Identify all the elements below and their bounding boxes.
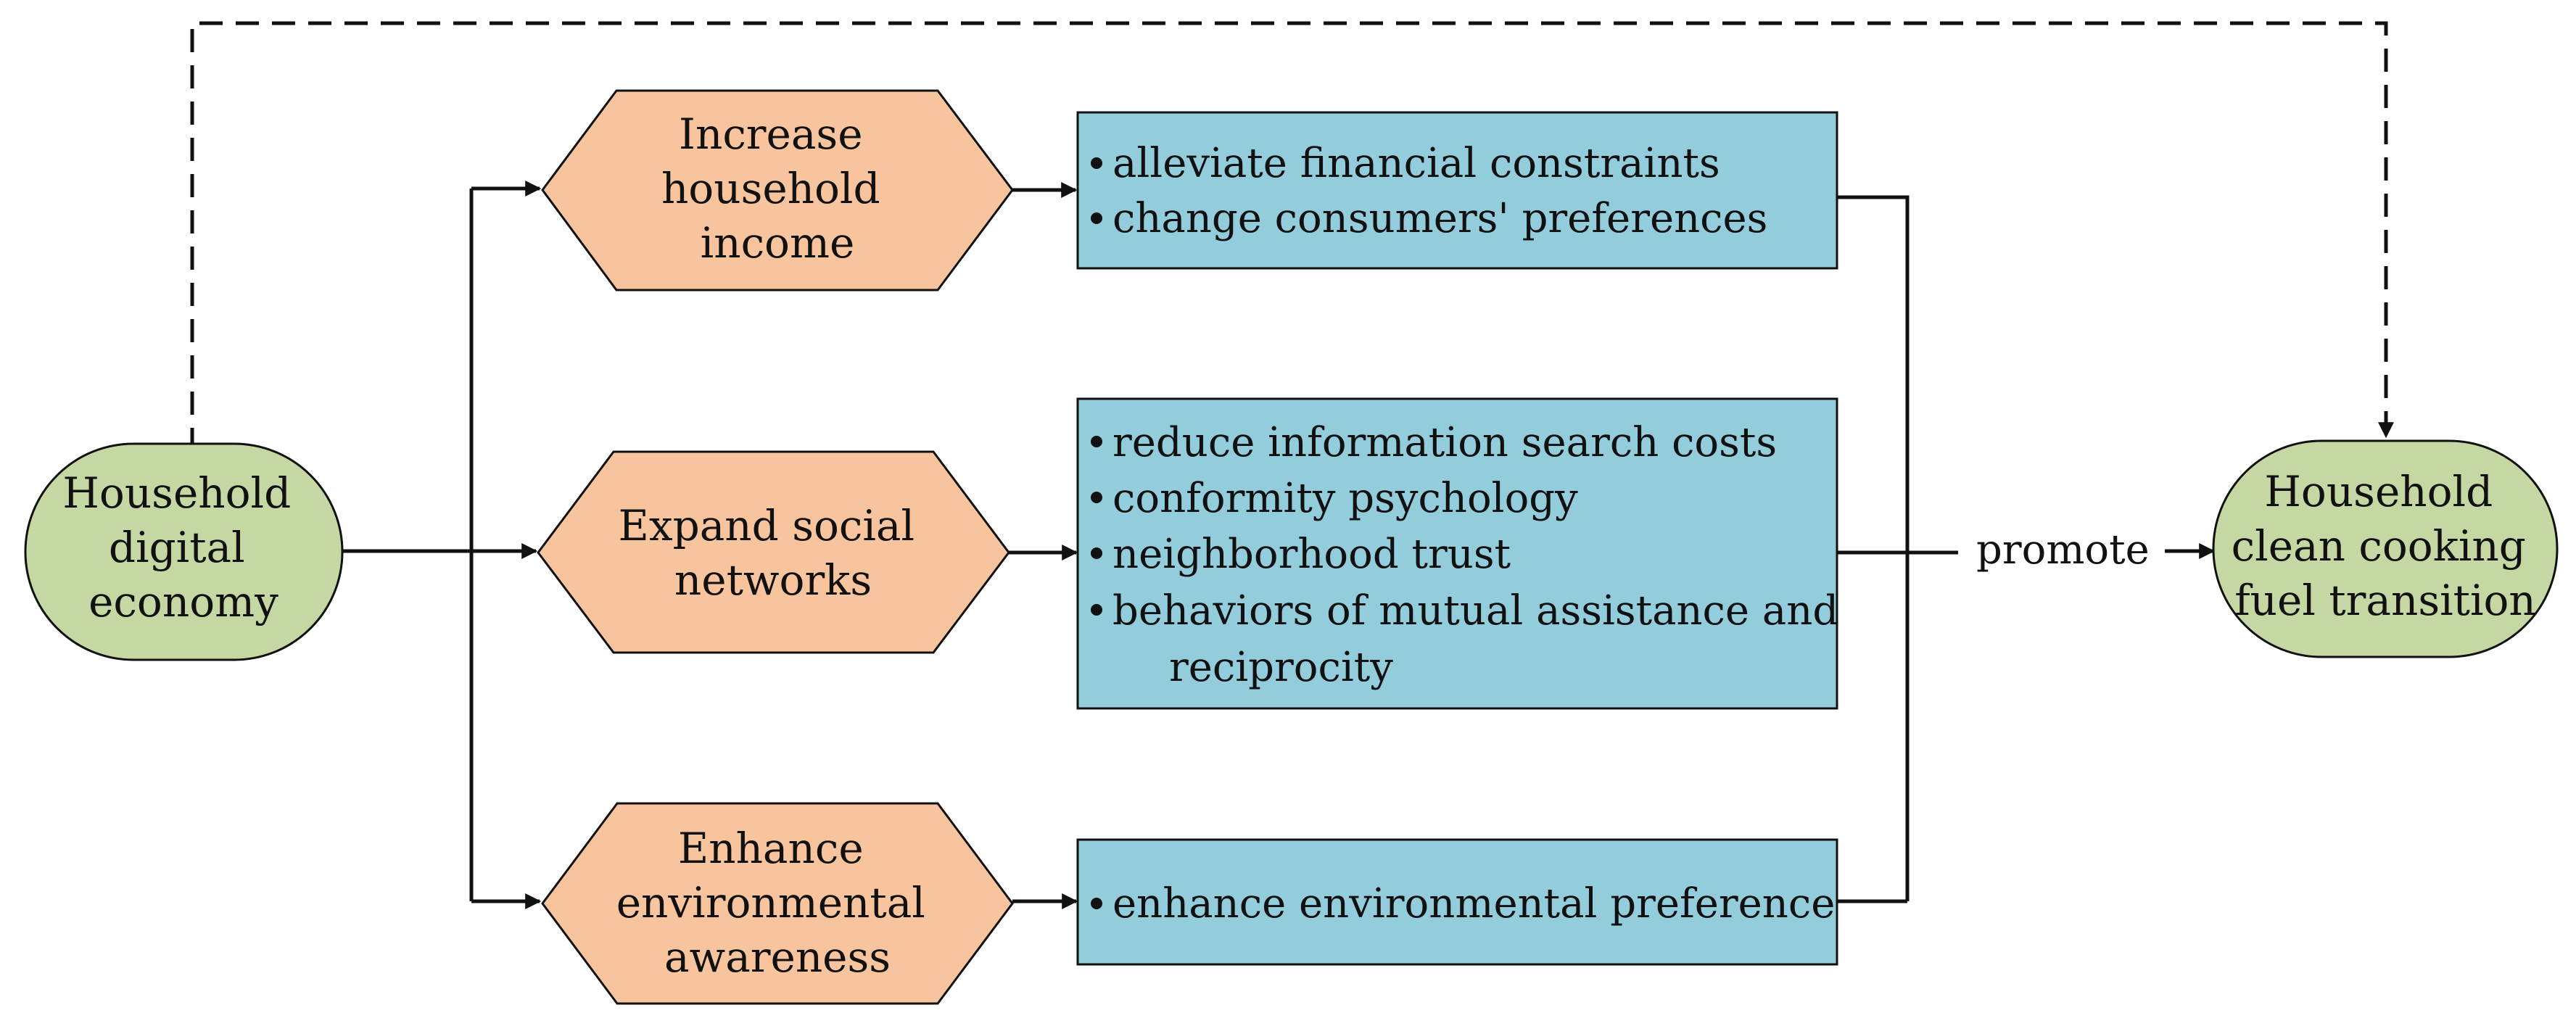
bullet-dot-icon — [1091, 898, 1102, 909]
effects-environmental: enhance environmental preference — [1076, 838, 1838, 966]
effects-collector-top — [1837, 195, 1910, 901]
mechanism-label-line: income — [701, 218, 855, 268]
effect-bullet-text: change consumers' preferences — [1112, 195, 1767, 242]
target-label-line: Household — [2264, 467, 2493, 516]
mechanism-label: Enhance environmental awareness — [616, 824, 939, 982]
mechanism-label-line: networks — [674, 555, 872, 605]
mechanism-label-line: household — [661, 164, 880, 213]
promote-label: promote — [1976, 526, 2150, 574]
source-oval — [24, 442, 344, 661]
direct-effect-dashed-arrow — [190, 21, 2394, 451]
hexagon-shape — [541, 89, 1014, 291]
mechanism-environmental: Enhance environmental awareness — [541, 802, 1014, 1005]
hexagon-shape — [537, 450, 1010, 654]
effect-bullet-text: reduce information search costs — [1112, 419, 1777, 466]
effect-bullet-text: neighborhood trust — [1112, 531, 1511, 578]
target-label: Household clean cooking fuel transition — [2232, 467, 2540, 625]
effects-box — [1076, 397, 1838, 710]
mechanism-label-line: environmental — [616, 878, 925, 927]
bullet-dot-icon — [1091, 157, 1102, 169]
effect-bullet-text: behaviors of mutual assistance and — [1112, 587, 1838, 634]
target-oval — [2212, 439, 2559, 658]
target-node: Household clean cooking fuel transition — [2212, 439, 2559, 658]
bullet-dot-icon — [1091, 547, 1102, 559]
bullet-dot-icon — [1091, 212, 1102, 224]
effect-bullet-text: alleviate financial constraints — [1112, 140, 1720, 187]
source-node: Household digital economy — [24, 442, 344, 661]
effect-bullet-continuation: reciprocity — [1169, 644, 1393, 691]
effects-social: reduce information search costs conformi… — [1076, 397, 1838, 710]
mechanism-social: Expand social networks — [537, 450, 1010, 654]
source-label-line: Household — [62, 468, 291, 518]
hexagon-shape — [541, 802, 1014, 1005]
bullet-dot-icon — [1091, 492, 1102, 503]
mechanism-income: Increase household income — [541, 89, 1014, 291]
mechanism-label-line: Expand social — [619, 501, 915, 550]
effect-bullet-text: conformity psychology — [1112, 475, 1578, 522]
mechanism-label-line: awareness — [664, 932, 891, 982]
effects-box — [1076, 838, 1838, 966]
mechanism-label: Increase household income — [661, 109, 893, 268]
mechanism-label: Expand social networks — [619, 501, 928, 605]
effects-box — [1076, 111, 1838, 270]
effect-bullet-text: enhance environmental preference — [1112, 880, 1835, 927]
target-label-line: clean cooking — [2232, 521, 2526, 571]
bullet-dot-icon — [1091, 436, 1102, 447]
source-label-line: economy — [88, 577, 278, 626]
source-label-line: digital — [109, 523, 245, 572]
mechanism-label-line: Enhance — [678, 824, 864, 873]
bullet-dot-icon — [1091, 604, 1102, 616]
target-label-line: fuel transition — [2234, 576, 2536, 625]
source-label: Household digital economy — [62, 468, 304, 626]
mechanism-label-line: Increase — [679, 109, 862, 159]
effects-income: alleviate financial constraints change c… — [1076, 111, 1838, 270]
connectors — [190, 21, 2394, 909]
